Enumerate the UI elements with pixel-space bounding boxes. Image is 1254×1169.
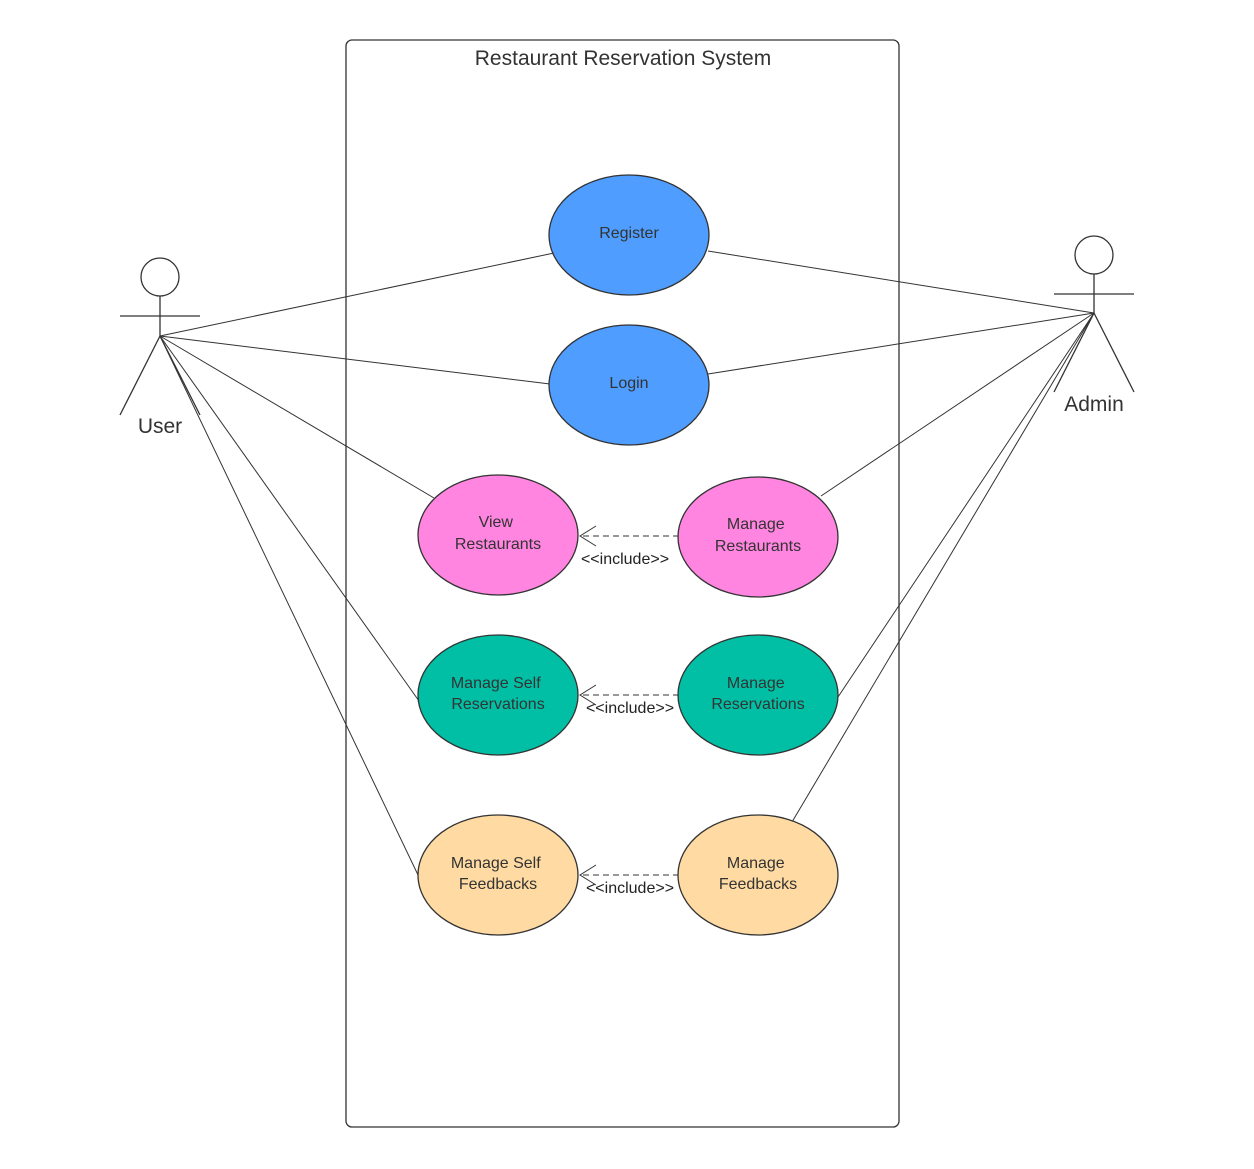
use-case-manage-feedbacks-label: Manage Feedbacks (719, 855, 797, 893)
admin-associations (707, 250, 1095, 823)
include-relations (579, 525, 679, 886)
use-case-manage-feedbacks-shape (677, 814, 839, 936)
actor-admin-label: Admin (1064, 393, 1124, 416)
use-case-manage-restaurants-shape (677, 476, 839, 598)
use-case-manage-self-reservations-label: Manage Self Reservations (451, 675, 545, 713)
actor-admin-right-leg (1093, 312, 1135, 393)
use-case-view-restaurants-shape (417, 474, 579, 596)
use-case-manage-restaurants[interactable]: Manage Restaurants (677, 476, 839, 598)
use-case-manage-self-feedbacks-label: Manage Self Feedbacks (451, 855, 545, 893)
include-arrowhead-feedbacks (579, 864, 597, 886)
include-label-restaurants: <<include>> (581, 551, 669, 568)
use-case-manage-self-feedbacks-shape (417, 814, 579, 936)
use-case-register-shape (548, 174, 710, 296)
use-case-manage-reservations-label: Manage Reservations (711, 675, 804, 713)
use-case-manage-feedbacks[interactable]: Manage Feedbacks (677, 814, 839, 936)
use-case-manage-reservations-shape (677, 634, 839, 756)
user-associations (159, 252, 555, 878)
use-case-manage-self-reservations[interactable]: Manage Self Reservations (417, 634, 579, 756)
include-arrowhead-reservations (579, 684, 597, 706)
actor-user-label: User (138, 415, 182, 438)
assoc-admin-login (707, 312, 1095, 375)
use-case-manage-self-feedbacks[interactable]: Manage Self Feedbacks (417, 814, 579, 936)
assoc-user-manage-self-feedbacks (159, 335, 420, 878)
assoc-user-manage-self-reservations (159, 335, 420, 702)
use-case-login-label: Login (609, 375, 648, 392)
actor-admin[interactable] (1053, 235, 1135, 393)
use-case-manage-restaurants-label: Manage Restaurants (715, 516, 801, 555)
use-case-register-label: Register (599, 225, 659, 242)
include-arrowhead-restaurants (579, 525, 597, 547)
assoc-user-view-restaurants (159, 335, 435, 499)
actor-admin-left-leg (1053, 312, 1095, 393)
assoc-admin-manage-feedbacks (791, 312, 1095, 823)
use-case-register[interactable]: Register (548, 174, 710, 296)
assoc-user-register (159, 252, 555, 337)
include-label-reservations: <<include>> (586, 700, 674, 717)
actor-admin-head (1074, 235, 1114, 275)
assoc-admin-manage-restaurants (820, 312, 1095, 497)
actor-user[interactable] (119, 257, 201, 416)
use-case-login[interactable]: Login (548, 324, 710, 446)
system-title: Restaurant Reservation System (475, 47, 771, 70)
use-case-manage-reservations[interactable]: Manage Reservations (677, 634, 839, 756)
assoc-admin-manage-reservations (837, 312, 1095, 698)
assoc-user-login (159, 335, 551, 385)
use-case-login-shape (548, 324, 710, 446)
use-case-manage-self-reservations-shape (417, 634, 579, 756)
actor-user-head (140, 257, 180, 297)
assoc-admin-register (707, 250, 1095, 314)
include-label-feedbacks: <<include>> (586, 880, 674, 897)
use-case-view-restaurants[interactable]: View Restaurants (417, 474, 579, 596)
use-case-view-restaurants-label: View Restaurants (455, 514, 541, 553)
actor-user-right-leg (159, 335, 201, 416)
actor-user-left-leg (119, 335, 161, 416)
